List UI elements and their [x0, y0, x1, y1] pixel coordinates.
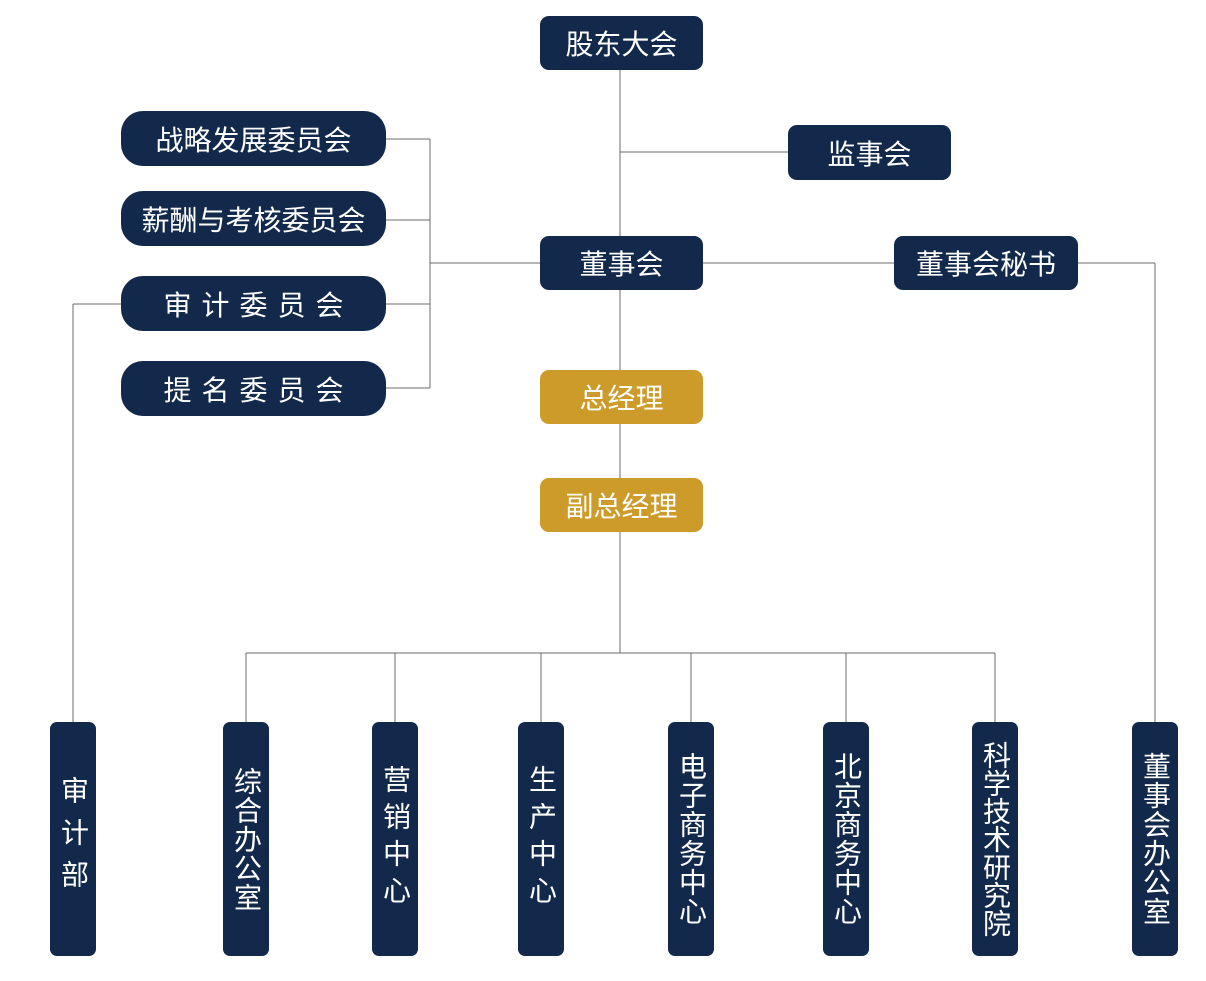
general-office-node[interactable]: 综合办公室	[223, 722, 269, 956]
production-center-node[interactable]: 生产中心	[518, 722, 564, 956]
audit-committee-node[interactable]: 审计委员会	[121, 276, 386, 331]
compensation-committee-node[interactable]: 薪酬与考核委员会	[121, 191, 386, 246]
research-institute-node[interactable]: 科学技术研究院	[972, 722, 1018, 956]
shareholders-meeting-node[interactable]: 股东大会	[540, 16, 703, 70]
audit-department-node[interactable]: 审计部	[50, 722, 96, 956]
ecommerce-center-label: 电子商务中心	[675, 752, 708, 926]
strategy-committee-node[interactable]: 战略发展委员会	[121, 111, 386, 166]
beijing-business-center-label: 北京商务中心	[830, 752, 863, 926]
general-manager-node[interactable]: 总经理	[540, 370, 703, 424]
audit-department-label: 审计部	[57, 776, 90, 902]
deputy-general-manager-node[interactable]: 副总经理	[540, 478, 703, 532]
research-institute-label: 科学技术研究院	[979, 741, 1012, 937]
board-secretary-node[interactable]: 董事会秘书	[894, 236, 1078, 290]
board-office-node[interactable]: 董事会办公室	[1132, 722, 1178, 956]
supervisory-board-node[interactable]: 监事会	[788, 125, 951, 180]
board-of-directors-node[interactable]: 董事会	[540, 236, 703, 290]
beijing-business-center-node[interactable]: 北京商务中心	[823, 722, 869, 956]
marketing-center-label: 营销中心	[379, 765, 412, 913]
nomination-committee-node[interactable]: 提名委员会	[121, 361, 386, 416]
ecommerce-center-node[interactable]: 电子商务中心	[668, 722, 714, 956]
production-center-label: 生产中心	[525, 765, 558, 913]
board-office-label: 董事会办公室	[1139, 752, 1172, 926]
marketing-center-node[interactable]: 营销中心	[372, 722, 418, 956]
general-office-label: 综合办公室	[230, 766, 263, 912]
